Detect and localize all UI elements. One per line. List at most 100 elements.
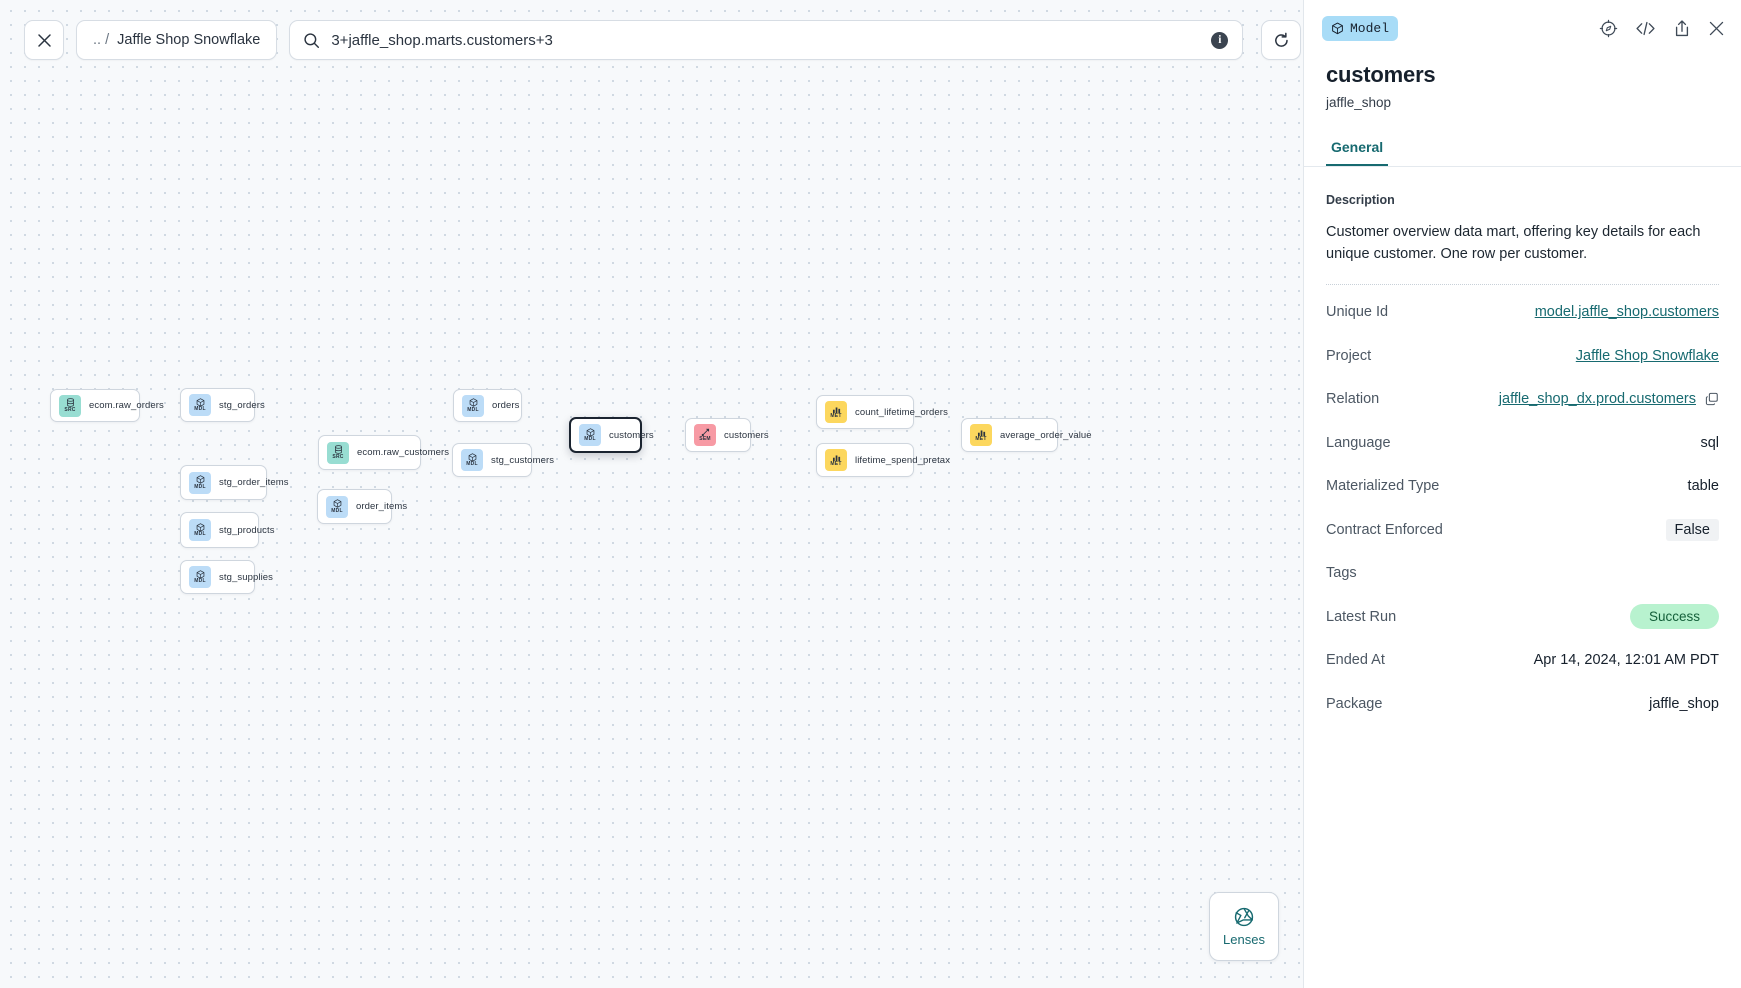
mdl-node-icon: MDL	[189, 566, 211, 588]
description-label: Description	[1326, 193, 1395, 207]
metadata-key: Latest Run	[1326, 608, 1397, 625]
divider	[1326, 283, 1719, 285]
code-icon[interactable]	[1635, 19, 1656, 38]
metadata-key: Materialized Type	[1326, 478, 1440, 495]
lenses-label: Lenses	[1223, 932, 1265, 947]
metadata-value: jaffle_shop	[1649, 695, 1719, 712]
metadata-value[interactable]: Jaffle Shop Snowflake	[1575, 347, 1719, 364]
breadcrumb[interactable]: .. / Jaffle Shop Snowflake	[76, 20, 278, 60]
page-subtitle: jaffle_shop	[1326, 95, 1392, 110]
metadata-row: Relation jaffle_shop_dx.prod.customers	[1326, 383, 1719, 416]
lineage-node-count_lifetime_orders[interactable]: MET count_lifetime_orders	[816, 395, 948, 429]
breadcrumb-prefix: ..	[93, 32, 102, 48]
search-icon	[304, 32, 320, 48]
close-lineage-button[interactable]	[24, 20, 64, 60]
lineage-node-stg_orders[interactable]: MDL stg_orders	[180, 388, 265, 422]
metadata-value: False	[1665, 518, 1719, 541]
met-node-icon: MET	[825, 401, 847, 423]
reload-icon	[1274, 32, 1288, 47]
lineage-node-stg_supplies[interactable]: MDL stg_supplies	[180, 560, 273, 594]
metadata-value: table	[1687, 478, 1719, 495]
lineage-node-orders[interactable]: MDL orders	[453, 389, 522, 422]
lineage-node-customers_model[interactable]: MDL customers	[569, 417, 654, 453]
lineage-node-label: stg_supplies	[219, 571, 274, 583]
src-node-icon: SRC	[327, 441, 349, 464]
metadata-value-wrap: sql	[1700, 435, 1719, 451]
lineage-node-stg_order_items[interactable]: MDL stg_order_items	[180, 465, 289, 500]
lineage-node-label: orders	[492, 400, 520, 411]
info-icon[interactable]: i	[1211, 31, 1229, 49]
panel-header: customers jaffle_shop	[1304, 56, 1741, 110]
cube-icon	[1332, 22, 1343, 34]
compass-icon[interactable]	[1599, 19, 1618, 38]
panel-actions	[1599, 19, 1725, 38]
metadata-value[interactable]: model.jaffle_shop.customers	[1534, 304, 1719, 321]
resource-type-badge[interactable]: Model	[1322, 15, 1399, 41]
lineage-node-label: ecom.raw_orders	[89, 400, 164, 411]
lineage-node-label: stg_order_items	[219, 477, 289, 488]
metadata-value-wrap: False	[1665, 518, 1719, 541]
canvas-toolbar: .. / Jaffle Shop Snowflake 3+jaffle_shop…	[24, 20, 1302, 60]
lineage-node-label: stg_products	[219, 524, 275, 536]
metadata-value-wrap: model.jaffle_shop.customers	[1535, 304, 1719, 320]
lineage-node-ecom_raw_orders[interactable]: SRC ecom.raw_orders	[50, 389, 164, 422]
copy-icon[interactable]	[1705, 392, 1719, 406]
metadata-value-wrap: table	[1688, 478, 1719, 494]
met-node-icon: MET	[825, 449, 847, 471]
sem-node-icon: SEM	[694, 424, 716, 446]
lineage-node-stg_customers[interactable]: MDL stg_customers	[452, 443, 554, 477]
metadata-row: Tags	[1326, 557, 1719, 590]
page-title: customers	[1326, 62, 1436, 87]
metadata-value: Success	[1629, 604, 1719, 630]
metadata-row: Latest Run Success	[1326, 600, 1719, 633]
panel-tabs: General	[1304, 139, 1741, 167]
resource-type-label: Model	[1350, 20, 1390, 36]
metadata-value[interactable]: jaffle_shop_dx.prod.customers	[1498, 391, 1696, 408]
metadata-key: Tags	[1326, 565, 1357, 582]
mdl-node-icon: MDL	[461, 449, 483, 471]
aperture-icon	[1234, 907, 1254, 927]
metadata-row: Language sql	[1326, 426, 1719, 459]
metadata-value-wrap: jaffle_shop	[1649, 696, 1719, 712]
mdl-node-icon: MDL	[189, 394, 211, 416]
metadata-value: Apr 14, 2024, 12:01 AM PDT	[1533, 652, 1719, 669]
tab-general[interactable]: General	[1326, 139, 1389, 166]
panel-content: Description Customer overview data mart,…	[1304, 167, 1741, 988]
metadata-row: Materialized Type table	[1326, 470, 1719, 503]
mdl-node-icon: MDL	[462, 394, 484, 417]
panel-toolbar: Model	[1304, 0, 1741, 56]
metadata-value-wrap: Success	[1629, 604, 1719, 630]
metadata-key: Language	[1326, 434, 1391, 451]
metadata-value: sql	[1700, 434, 1719, 451]
mdl-node-icon: MDL	[579, 424, 601, 446]
lineage-node-label: customers	[609, 429, 654, 441]
share-icon[interactable]	[1673, 19, 1691, 38]
breadcrumb-separator: /	[105, 32, 110, 48]
search-input[interactable]: 3+jaffle_shop.marts.customers+3	[331, 31, 553, 49]
metadata-key: Relation	[1326, 391, 1380, 408]
metadata-row: Project Jaffle Shop Snowflake	[1326, 339, 1719, 372]
metadata-row: Ended At Apr 14, 2024, 12:01 AM PDT	[1326, 644, 1719, 677]
reload-button[interactable]	[1261, 20, 1302, 60]
metadata-key: Package	[1326, 695, 1383, 712]
close-panel-icon[interactable]	[1708, 20, 1725, 37]
mdl-node-icon: MDL	[189, 471, 211, 494]
details-panel: Model	[1303, 0, 1741, 988]
lineage-node-label: stg_customers	[491, 454, 555, 466]
metadata-key: Ended At	[1326, 652, 1385, 669]
src-node-icon: SRC	[59, 394, 81, 417]
metadata-key: Project	[1326, 347, 1372, 364]
search-bar[interactable]: 3+jaffle_shop.marts.customers+3 i	[289, 20, 1244, 60]
lenses-button[interactable]: Lenses	[1209, 892, 1279, 961]
lineage-node-label: stg_orders	[219, 399, 265, 411]
lineage-node-label: count_lifetime_orders	[855, 406, 948, 418]
